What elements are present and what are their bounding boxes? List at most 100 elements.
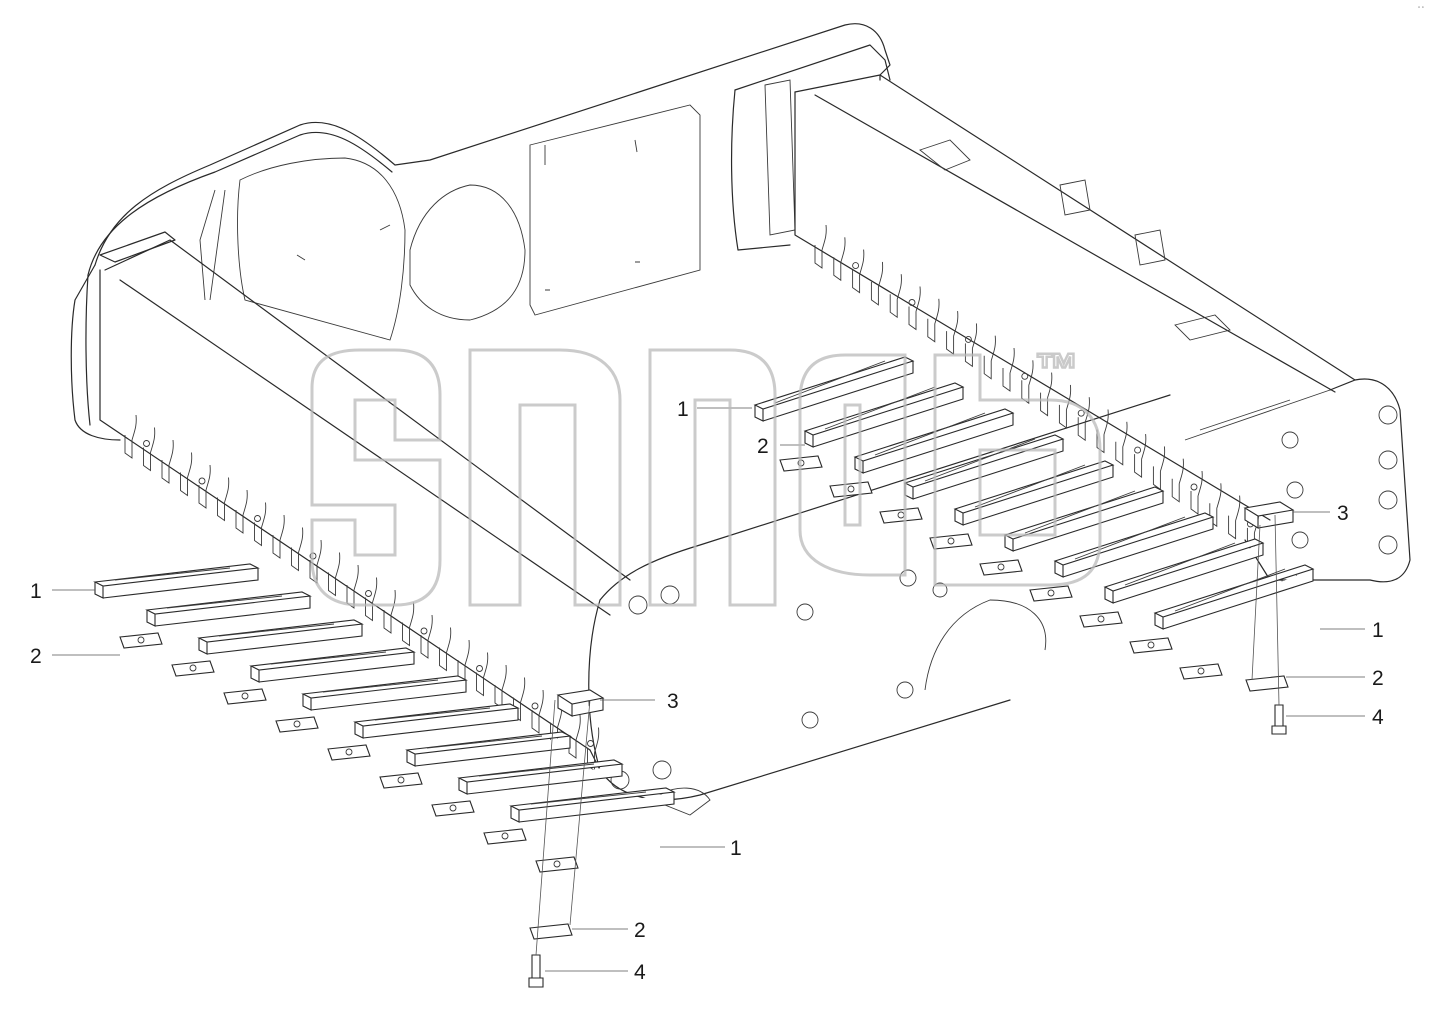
callout-1-top: 1 (677, 398, 689, 421)
bar-part (405, 731, 572, 767)
bar-part (145, 591, 312, 627)
tooth (983, 335, 996, 380)
plate-hole (397, 776, 405, 784)
left-bar-set (93, 563, 676, 873)
tooth (833, 237, 846, 282)
bar-part (1103, 538, 1265, 604)
block-part-right (1243, 501, 1295, 529)
callout-leaders (52, 407, 1365, 972)
bar-part (903, 434, 1065, 500)
bar-part (197, 619, 364, 655)
plate-part (535, 856, 579, 873)
tooth-bolt (476, 665, 483, 672)
plate-hole (241, 692, 249, 700)
plate-hole (137, 636, 145, 644)
plate-part (431, 800, 475, 817)
tooth (402, 602, 415, 647)
callout-3-right: 3 (1337, 502, 1349, 525)
tooth (1152, 446, 1166, 491)
callout-2-left: 2 (30, 645, 42, 668)
plate-hole (1147, 641, 1155, 649)
bar-slot (1024, 490, 1136, 534)
tooth (531, 689, 544, 734)
bar-slot (824, 386, 936, 430)
tooth (439, 627, 452, 672)
tooth (143, 427, 156, 472)
plate-hole (1097, 615, 1105, 623)
plate-part (1129, 637, 1173, 654)
bar-slot (1124, 542, 1236, 586)
tooth (1002, 347, 1015, 392)
tooth (1228, 495, 1241, 540)
bar-slot (1174, 568, 1286, 612)
plate-hole (1047, 589, 1055, 597)
tooth-bolt (1134, 446, 1142, 454)
bar-part (353, 703, 520, 739)
callout-labels: 1 2 3 1 2 4 1 2 3 1 2 4 (30, 398, 1384, 984)
frame-body (70, 23, 1411, 816)
plate-part (929, 533, 973, 550)
tooth-bolt (531, 702, 539, 710)
plate-hole (997, 563, 1005, 571)
plate-right-bottom (1245, 675, 1289, 692)
plate-hole (449, 804, 457, 812)
plate-hole (501, 832, 509, 840)
tooth (927, 298, 940, 343)
plate-hole (947, 537, 955, 545)
plate-part (1179, 663, 1223, 680)
bar-slot (322, 679, 439, 693)
plate-hole (293, 720, 301, 728)
plate-left-bottom (529, 923, 573, 940)
bar-slot (426, 735, 543, 749)
left-beam-teeth (124, 414, 600, 772)
bar-slot (774, 360, 886, 404)
tooth (946, 311, 959, 355)
bar-part (301, 675, 468, 711)
block-part-left (556, 689, 605, 717)
tooth (235, 489, 248, 534)
bar-slot (1074, 516, 1186, 560)
tooth-bolt (964, 335, 972, 343)
tooth (420, 614, 433, 659)
tooth (254, 502, 267, 547)
bolt-left (528, 954, 544, 988)
tooth (161, 439, 174, 484)
tooth (328, 552, 341, 597)
plate-hole (189, 664, 197, 672)
plate-part (483, 828, 527, 845)
bar-part (457, 759, 624, 795)
tooth-bolt (1190, 483, 1198, 491)
corner-mark: ▫ ▫ (1418, 5, 1424, 11)
tooth (908, 286, 921, 331)
bolt-right (1271, 704, 1287, 735)
bar-slot (218, 623, 335, 637)
tooth (1134, 434, 1147, 478)
bar-slot (270, 651, 387, 665)
tooth (852, 249, 865, 294)
plate-hole (1197, 667, 1205, 675)
tooth (180, 452, 193, 497)
tooth-bolt (254, 515, 261, 522)
tooth (814, 224, 827, 269)
tooth (1077, 397, 1090, 442)
plate-hole (553, 860, 561, 868)
callout-1-bottom: 1 (730, 837, 742, 860)
tooth (1040, 372, 1053, 417)
plate-part (979, 559, 1023, 576)
plate-part (829, 481, 873, 498)
plate-hole (847, 485, 855, 493)
tooth (1058, 384, 1072, 429)
bar-part (249, 647, 416, 683)
tooth-bolt (143, 440, 150, 447)
tooth (346, 564, 359, 609)
tooth (198, 464, 211, 509)
bar-part (1003, 486, 1165, 552)
tooth (383, 589, 396, 634)
tooth-bolt (1077, 409, 1085, 417)
callout-2-right: 2 (1372, 667, 1384, 690)
right-bar-set (753, 356, 1315, 680)
bar-part (509, 787, 676, 823)
bar-slot (974, 464, 1086, 508)
bar-slot (478, 763, 595, 777)
